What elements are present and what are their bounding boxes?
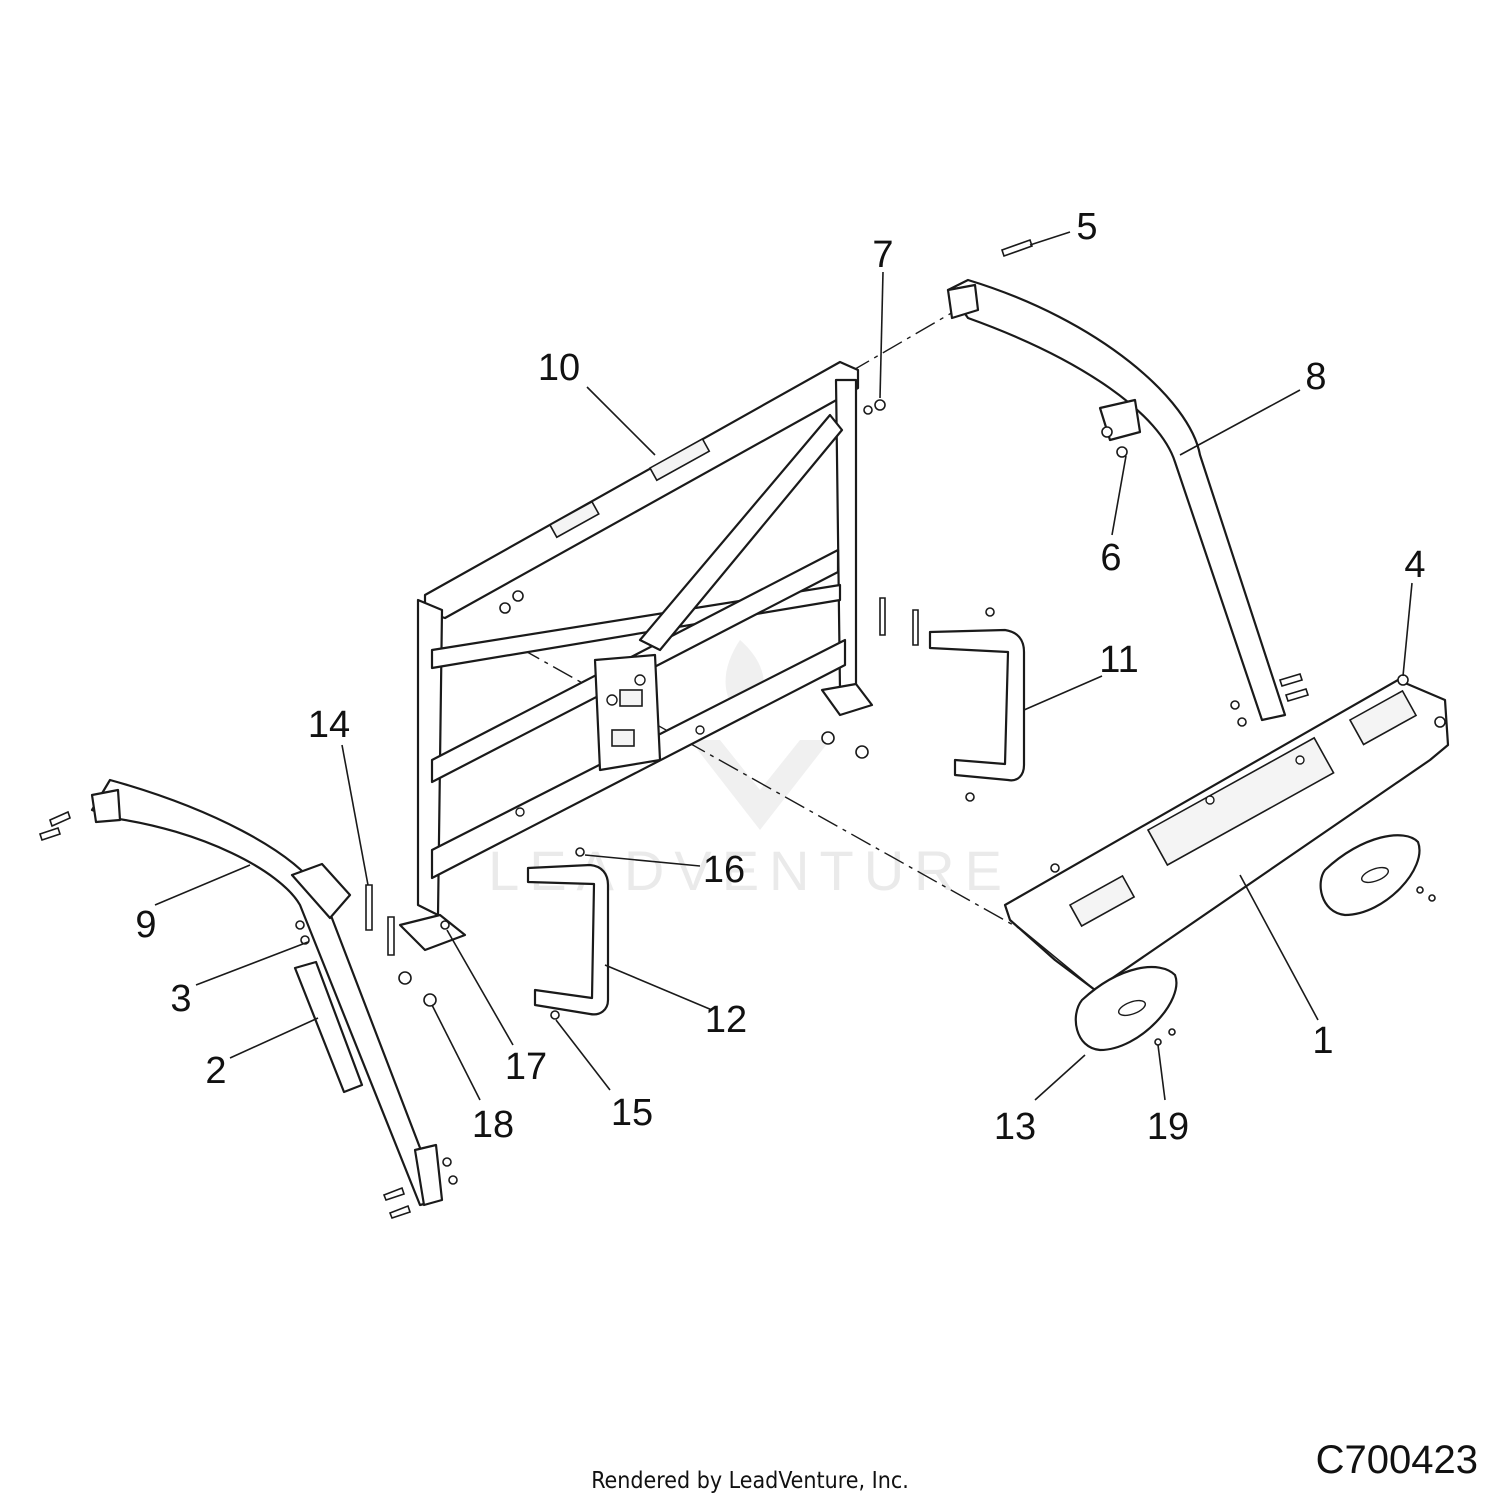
- callout-1: 1: [1312, 1020, 1333, 1062]
- brace-2: [293, 960, 364, 1094]
- callout-18: 18: [472, 1104, 514, 1146]
- grab-handle-11: [928, 628, 1026, 782]
- callout-labels: 1 2 3 4 5 6 7 8 9 10 11 12 13 14 15 16 1…: [135, 206, 1425, 1148]
- callout-4: 4: [1404, 544, 1425, 586]
- rear-panel-1: [1003, 678, 1450, 992]
- callout-10: 10: [538, 347, 580, 389]
- callout-3: 3: [170, 978, 191, 1020]
- callout-11: 11: [1099, 639, 1138, 681]
- callout-9: 9: [135, 904, 156, 946]
- hardware: [38, 238, 1446, 1219]
- callout-8: 8: [1305, 356, 1326, 398]
- callout-2: 2: [205, 1050, 226, 1092]
- callout-19: 19: [1147, 1106, 1189, 1148]
- watermark-logo-icon: [690, 640, 830, 830]
- leadventure-watermark: LEADVENTURE: [488, 640, 1002, 902]
- callout-7: 7: [872, 234, 893, 276]
- grab-handle-12: [526, 863, 610, 1016]
- callout-14: 14: [308, 704, 350, 746]
- callout-5: 5: [1076, 206, 1097, 248]
- leader-lines: [154, 231, 1413, 1101]
- reflector-13-right: [1319, 834, 1421, 917]
- callout-12: 12: [705, 999, 747, 1041]
- diagram-id: C700423: [1316, 1438, 1478, 1482]
- callout-13: 13: [994, 1106, 1036, 1148]
- rear-frame-10: [398, 360, 874, 952]
- callout-6: 6: [1100, 537, 1121, 579]
- callout-17: 17: [505, 1046, 547, 1088]
- roll-bar-left-9: [90, 778, 444, 1207]
- reflector-13: [1074, 965, 1178, 1052]
- callout-15: 15: [611, 1092, 653, 1134]
- render-credit: Rendered by LeadVenture, Inc.: [591, 1468, 909, 1494]
- callout-16: 16: [703, 849, 745, 891]
